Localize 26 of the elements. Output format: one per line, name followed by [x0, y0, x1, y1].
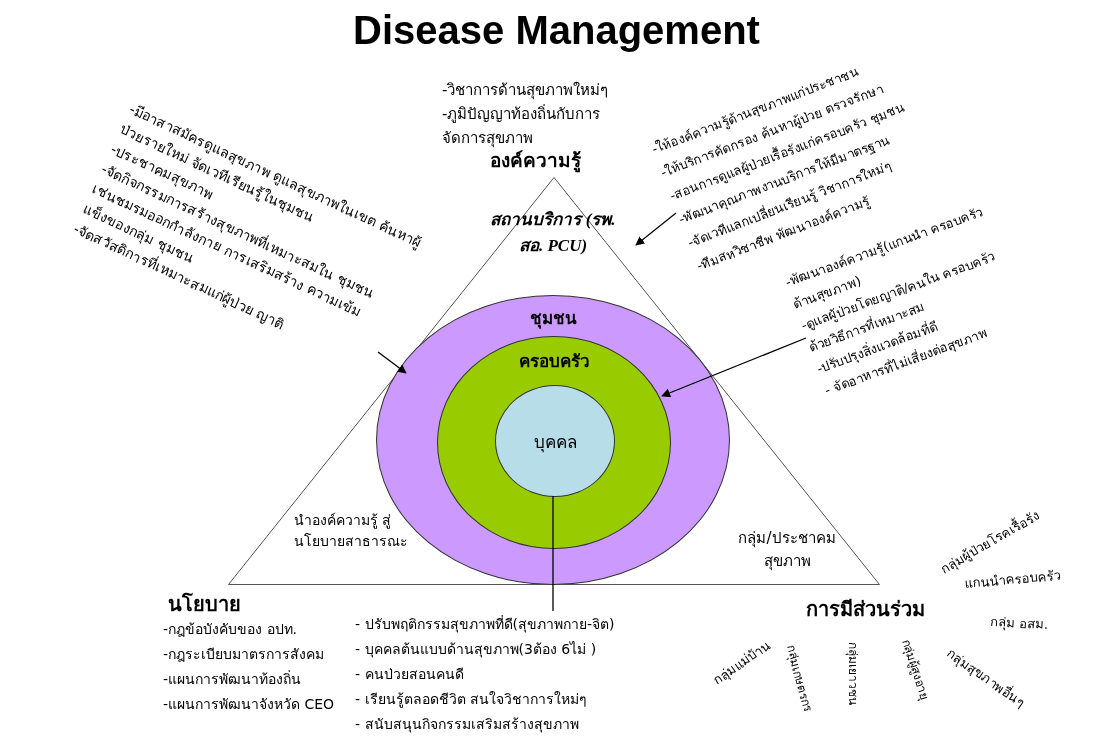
- arrow: [661, 337, 807, 398]
- note-text: -ภูมิปัญญาท้องถิ่นกับการ จัดการสุขภาพ: [442, 103, 602, 150]
- section-heading: นโยบาย: [168, 591, 241, 617]
- note-text: กลุ่ม อสม.: [989, 613, 1049, 635]
- section-heading: การมีส่วนร่วม: [806, 597, 925, 622]
- section-heading: องค์ความรู้: [490, 149, 581, 175]
- note-text: กลุ่มเยาวชน: [844, 641, 861, 705]
- note-text: -แผนการพัฒนาจังหวัด CEO: [163, 695, 335, 714]
- triangle-label: นำองค์ความรู้ สู่นโยบายสาธารณะ: [294, 510, 434, 552]
- bullet-text: - เรียนรู้ตลอดชีวิต สนใจวิชาการใหม่ๆ: [355, 690, 588, 710]
- ring-label: บุคคล: [532, 431, 578, 455]
- triangle-label: กลุ่ม/ประชาคม สุขภาพ: [733, 527, 841, 572]
- bullet-text: - บุคคลต้นแบบด้านสุขภาพ(3ต้อง 6ไม่ ): [355, 640, 598, 660]
- note-text: -วิชาการด้านสุขภาพใหม่ๆ: [442, 80, 609, 102]
- ring-label: ครอบครัว: [517, 351, 591, 373]
- ring-label: ชุมชน: [528, 308, 578, 331]
- bullet-text: - ปรับพฤติกรรมสุขภาพที่ดี(สุขภาพกาย-จิต): [355, 614, 616, 635]
- arrow: [635, 212, 677, 246]
- service-label: สถานบริการ (รพ. สอ. PCU): [490, 207, 616, 258]
- note-text: -กฎข้อบังคับของ อปท.: [163, 620, 297, 639]
- arrow: [377, 351, 407, 374]
- connector-line: [552, 495, 554, 612]
- bullet-text: - สนับสนุนกิจกรรมเสริมสร้างสุขภาพ: [355, 715, 580, 735]
- note-text: -แผนการพัฒนาท้องถิ่น: [163, 669, 302, 689]
- title: Disease Management: [352, 8, 761, 53]
- note-text: -กฎระเบียบมาตรการสังคม: [163, 645, 325, 664]
